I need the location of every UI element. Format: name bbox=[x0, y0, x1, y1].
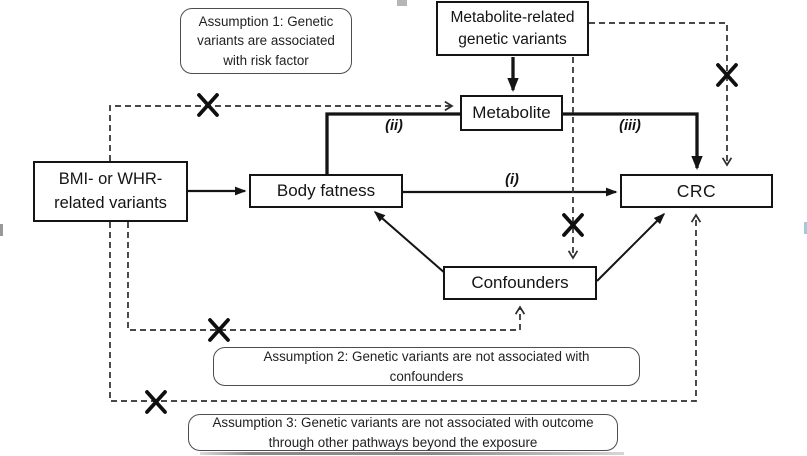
node-metabolite-label: Metabolite bbox=[472, 103, 551, 122]
node-metabolite-variants-line1: Metabolite-related bbox=[450, 9, 575, 27]
edge-metvariants-to-crc-dashed bbox=[589, 22, 733, 167]
screen-edge-artifact-top bbox=[397, 0, 407, 6]
node-bmi-variants-line1: BMI- or WHR- bbox=[58, 169, 163, 188]
screen-edge-artifact-left bbox=[0, 224, 3, 236]
node-crc-label: CRC bbox=[676, 180, 717, 201]
assumption-2-line2: confounders bbox=[389, 368, 464, 384]
node-crc: CRC bbox=[620, 174, 773, 208]
assumption-3-line2: through other pathways beyond the exposu… bbox=[268, 434, 538, 450]
edge-confounders-to-crc bbox=[596, 212, 666, 282]
assumption-3-line1: Assumption 3: Genetic variants are not a… bbox=[212, 415, 594, 431]
node-bmi-variants: BMI- or WHR- related variants bbox=[33, 161, 188, 222]
path-label-iii: (iii) bbox=[619, 118, 641, 134]
cross-mark-bmi-crc bbox=[145, 390, 167, 414]
assumption-1-line2: variants are associated bbox=[197, 33, 335, 49]
node-confounders: Confounders bbox=[443, 266, 597, 300]
cross-mark-metvariants-confounders bbox=[562, 213, 584, 237]
edge-confounders-to-bodyfatness bbox=[373, 211, 447, 275]
node-confounders-label: Confounders bbox=[471, 273, 569, 292]
path-label-ii: (ii) bbox=[385, 118, 403, 134]
assumption-1-line1: Assumption 1: Genetic bbox=[198, 14, 334, 30]
edge-bmivariants-to-metabolite-dashed bbox=[109, 100, 454, 161]
edge-bmivariants-to-crc-dashed bbox=[109, 213, 702, 402]
screen-edge-artifact-bottom bbox=[200, 452, 624, 455]
node-metabolite-variants-line2: genetic variants bbox=[458, 30, 567, 48]
edge-bmivariants-to-confounders-dashed bbox=[127, 222, 526, 331]
assumption-3-box: Assumption 3: Genetic variants are not a… bbox=[188, 414, 618, 451]
cross-mark-metvariants-crc bbox=[716, 63, 738, 87]
path-label-i: (i) bbox=[505, 172, 519, 188]
cross-mark-bmi-confounders bbox=[208, 318, 230, 342]
node-body-fatness: Body fatness bbox=[249, 174, 403, 208]
node-bmi-variants-line2: related variants bbox=[54, 193, 167, 212]
node-body-fatness-label: Body fatness bbox=[276, 181, 376, 200]
assumption-2-box: Assumption 2: Genetic variants are not a… bbox=[213, 347, 640, 386]
node-metabolite-variants: Metabolite-related genetic variants bbox=[436, 1, 589, 56]
assumption-1-line3: with risk factor bbox=[223, 52, 309, 68]
node-metabolite: Metabolite bbox=[460, 95, 563, 131]
assumption-2-line1: Assumption 2: Genetic variants are not a… bbox=[263, 349, 590, 365]
assumption-1-box: Assumption 1: Genetic variants are assoc… bbox=[180, 8, 352, 74]
cross-mark-bmi-metabolite bbox=[197, 93, 219, 117]
screen-edge-artifact-right bbox=[804, 222, 807, 234]
